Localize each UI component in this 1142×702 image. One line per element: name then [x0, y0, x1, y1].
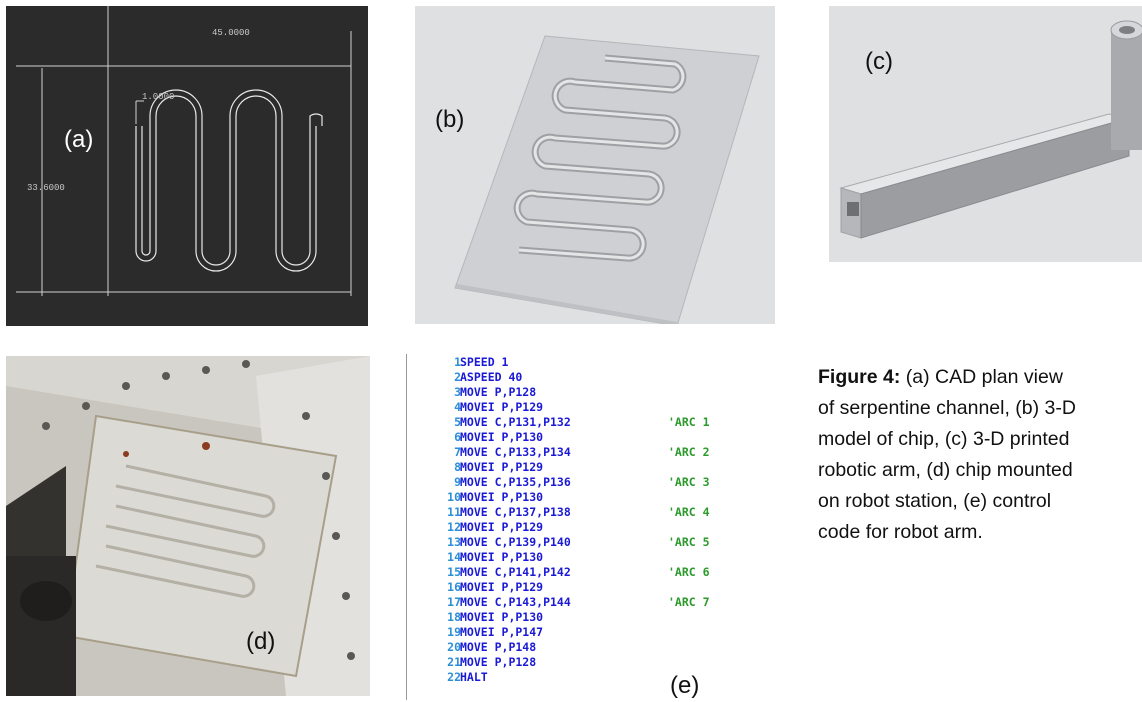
code-command: MOVEI P,P130	[460, 610, 544, 624]
code-command: HALT	[460, 670, 488, 684]
line-number: 1	[454, 355, 461, 369]
panel-a-label: (a)	[64, 126, 94, 153]
line-number: 20	[447, 640, 461, 654]
panel-c-robotic-arm: (c)	[829, 6, 1142, 262]
caption-line-3: model of chip, (c) 3-D printed	[818, 428, 1070, 450]
code-command: SPEED 1	[460, 355, 509, 369]
code-comment: 'ARC 3	[668, 475, 710, 489]
code-command: MOVEI P,P130	[460, 490, 544, 504]
line-number: 13	[447, 535, 461, 549]
code-command: MOVEI P,P130	[460, 430, 544, 444]
code-command: MOVEI P,P129	[460, 400, 544, 414]
panel-e-label: (e)	[670, 672, 700, 699]
dim-width-text: 45.0000	[212, 28, 250, 38]
caption-line-4: robotic arm, (d) chip mounted	[818, 459, 1073, 481]
code-comment: 'ARC 1	[668, 415, 710, 429]
dim-height-text: 33.6000	[27, 183, 65, 193]
line-number: 10	[447, 490, 461, 504]
line-number: 3	[454, 385, 461, 399]
line-number: 11	[447, 505, 461, 519]
code-command: MOVE C,P131,P132	[460, 415, 571, 429]
panel-d-photo: (d)	[6, 356, 370, 696]
code-command: MOVEI P,P130	[460, 550, 544, 564]
panel-b-3d-model: (b)	[415, 6, 775, 324]
code-comment: 'ARC 4	[668, 505, 710, 519]
robot-station-photo	[6, 356, 370, 696]
code-command: MOVE P,P148	[460, 640, 537, 654]
code-command: MOVEI P,P129	[460, 580, 544, 594]
panel-b-label: (b)	[435, 106, 465, 133]
caption-line-2: of serpentine channel, (b) 3-D	[818, 397, 1076, 419]
code-command: MOVE C,P137,P138	[460, 505, 571, 519]
line-number: 2	[454, 370, 461, 384]
code-comment: 'ARC 2	[668, 445, 710, 459]
line-number: 6	[454, 430, 461, 444]
line-number: 4	[454, 400, 461, 414]
code-comment: 'ARC 7	[668, 595, 710, 609]
code-command: MOVE C,P133,P134	[460, 445, 571, 459]
panel-d-label: (d)	[246, 628, 276, 655]
code-command: MOVEI P,P129	[460, 460, 544, 474]
code-command: MOVE C,P139,P140	[460, 535, 571, 549]
line-number: 9	[454, 475, 461, 489]
line-number: 8	[454, 460, 461, 474]
line-number: 16	[447, 580, 461, 594]
code-comment: 'ARC 5	[668, 535, 710, 549]
panel-c-label: (c)	[865, 48, 893, 75]
code-command: MOVE C,P141,P142	[460, 565, 571, 579]
code-comment: 'ARC 6	[668, 565, 710, 579]
line-number: 19	[447, 625, 461, 639]
code-command: MOVE C,P143,P144	[460, 595, 571, 609]
line-number: 5	[454, 415, 461, 429]
cad-drawing	[16, 6, 352, 296]
line-number: 14	[447, 550, 461, 564]
code-command: MOVE P,P128	[460, 655, 537, 669]
caption-label: Figure 4:	[818, 366, 901, 388]
line-number: 7	[454, 445, 461, 459]
panel-a-cad-view: 45.0000 33.6000 1.0000 (a)	[6, 6, 368, 326]
line-number: 17	[447, 595, 461, 609]
code-command: MOVEI P,P129	[460, 520, 544, 534]
code-command: MOVE P,P128	[460, 385, 537, 399]
code-command: MOVE C,P135,P136	[460, 475, 571, 489]
line-number: 12	[447, 520, 461, 534]
caption-line-5: on robot station, (e) control	[818, 490, 1052, 512]
line-number: 18	[447, 610, 461, 624]
caption-text-1: (a) CAD plan view	[905, 366, 1063, 388]
caption-line-6: code for robot arm.	[818, 521, 983, 543]
figure-caption: Figure 4: (a) CAD plan view of serpentin…	[818, 362, 1142, 548]
caption-line-1: Figure 4: (a) CAD plan view	[818, 362, 1142, 393]
robotic-arm-render	[839, 20, 1142, 239]
chip-model-render	[454, 35, 760, 324]
code-command: ASPEED 40	[460, 370, 523, 384]
line-number: 21	[447, 655, 461, 669]
line-number: 22	[447, 670, 461, 684]
code-command: MOVEI P,P147	[460, 625, 544, 639]
dim-channel-text: 1.0000	[142, 92, 175, 102]
line-number: 15	[447, 565, 461, 579]
